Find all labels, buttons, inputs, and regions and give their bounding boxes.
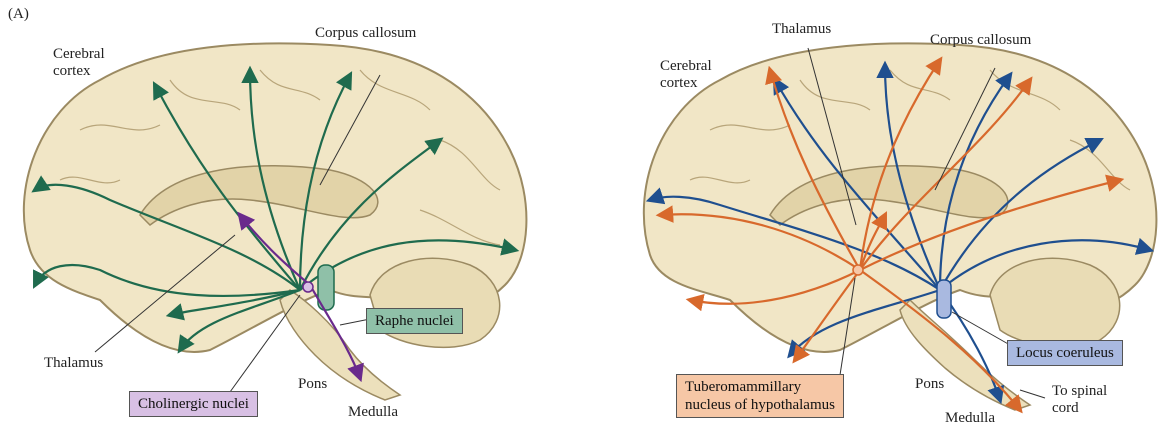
panel-label: (A) (8, 6, 29, 23)
right-cerebral-cortex-label: Cerebral cortex (660, 58, 712, 92)
tuberomammillary-box: Tuberomammillary nucleus of hypothalamus (676, 374, 844, 418)
right-locus-coeruleus-shape (937, 280, 951, 318)
right-medulla-label: Medulla (945, 410, 995, 427)
right-pons-label: Pons (915, 376, 944, 393)
left-cerebral-cortex-line2: cortex (53, 63, 105, 80)
tuberomammillary-line1: Tuberomammillary (685, 378, 835, 396)
tuberomammillary-line2: nucleus of hypothalamus (685, 396, 835, 414)
to-spinal-cord-line2: cord (1052, 400, 1107, 417)
left-cholinergic-nucleus-shape (303, 282, 313, 292)
right-tuberomammillary-shape (853, 265, 863, 275)
to-spinal-cord-line1: To spinal (1052, 383, 1107, 400)
right-cerebral-cortex-line1: Cerebral (660, 58, 712, 75)
left-medulla-label: Medulla (348, 404, 398, 421)
left-thalamus-label: Thalamus (44, 355, 103, 372)
left-brain (24, 43, 527, 400)
raphe-nuclei-box: Raphe nuclei (366, 308, 463, 334)
right-thalamus-label: Thalamus (772, 21, 831, 38)
left-pons-label: Pons (298, 376, 327, 393)
right-corpus-callosum-label: Corpus callosum (930, 32, 1031, 49)
to-spinal-cord-label: To spinal cord (1052, 383, 1107, 417)
left-corpus-callosum-label: Corpus callosum (315, 25, 416, 42)
cholinergic-nuclei-box: Cholinergic nuclei (129, 391, 258, 417)
left-cerebral-cortex-label: Cerebral cortex (53, 46, 105, 80)
locus-coeruleus-box: Locus coeruleus (1007, 340, 1123, 366)
left-cerebral-cortex-line1: Cerebral (53, 46, 105, 63)
right-cerebellum (990, 258, 1120, 347)
right-cerebral-cortex-line2: cortex (660, 75, 712, 92)
left-cerebellum (370, 258, 500, 347)
